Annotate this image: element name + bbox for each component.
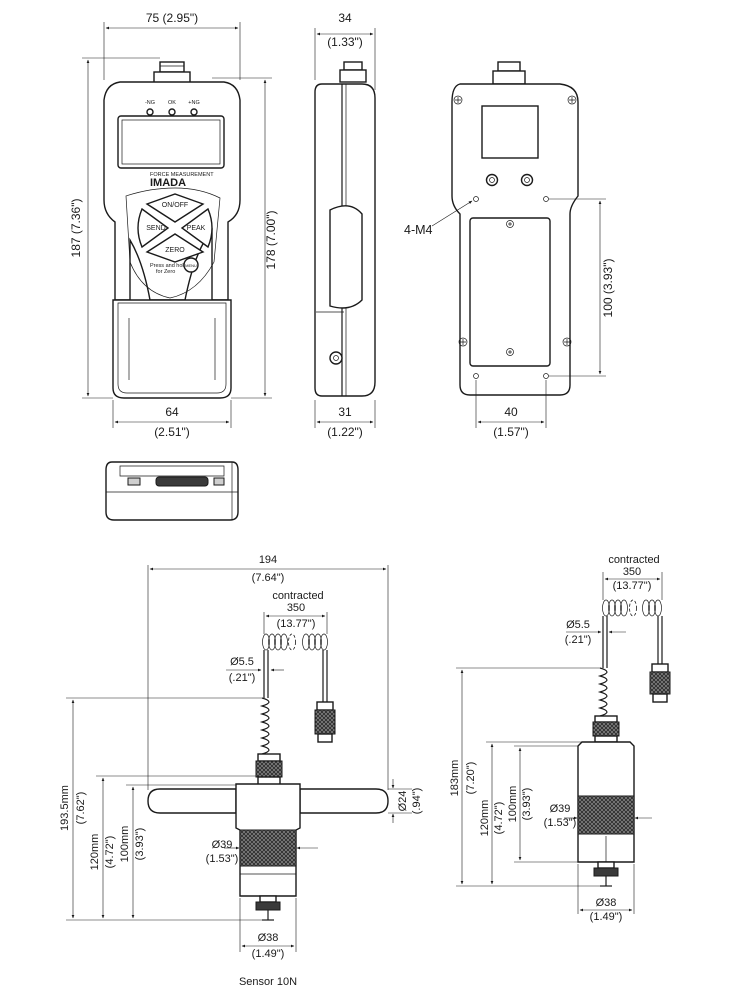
- led-label-ok: OK: [168, 100, 176, 106]
- led-label-minus-ng: -NG: [145, 100, 155, 106]
- sensor-caption: Sensor 10N: [239, 976, 297, 988]
- battery-cover: [469, 217, 551, 367]
- knurled-grip-2: [577, 795, 635, 835]
- front-width-bottom-mm: 64: [165, 405, 179, 419]
- p-cable-dia-in: (.21"): [565, 634, 592, 646]
- t-handle-dia-in: (.94"): [411, 788, 423, 815]
- cable-connector-1: [314, 709, 336, 735]
- menu-button[interactable]: [183, 257, 199, 273]
- t-height-100-in: (3.93"): [134, 828, 146, 861]
- front-lower-body: [112, 299, 232, 399]
- send-key[interactable]: [137, 207, 170, 249]
- side-depth-top-mm: 34: [338, 11, 352, 25]
- back-dimensions: 4-M4 100 (3.93") 40 (1.57"): [404, 198, 615, 439]
- side-depth-bottom-mm: 31: [338, 405, 352, 419]
- brand-logo: IMADA: [150, 177, 186, 189]
- t-height-120-mm: 120mm: [89, 834, 101, 871]
- thread-label: 4-M4: [404, 223, 433, 237]
- coiled-cable-1: [262, 633, 328, 702]
- p-height-total-in: (7.20"): [465, 762, 477, 795]
- p-base-dia-mm: Ø38: [596, 897, 617, 909]
- top-view: [105, 461, 239, 521]
- front-height-total: 187 (7.36"): [69, 199, 83, 258]
- t-handle-bar: [147, 788, 237, 814]
- t-cable-state: contracted: [272, 590, 323, 602]
- t-cable-dia-in: (.21"): [229, 672, 256, 684]
- hold-note-line1: Press and hold: [150, 263, 187, 269]
- p-height-100-in: (3.93"): [521, 788, 533, 821]
- peak-key[interactable]: [180, 207, 213, 249]
- t-cable-dia-mm: Ø5.5: [230, 656, 254, 668]
- t-height-total-mm: 193.5mm: [59, 785, 71, 831]
- zero-key-label: ZERO: [165, 247, 185, 254]
- t-sensor-dimensions: 194 (7.64") contracted 350 (13.77") Ø5.5…: [59, 554, 423, 960]
- p-cable-length-in: (13.77"): [613, 580, 652, 592]
- t-cable-length-mm: 350: [287, 602, 305, 614]
- menu-button-label: MENU: [185, 263, 197, 268]
- sensor-plain: contracted 350 (13.77") Ø5.5 (.21") 183m…: [449, 554, 671, 923]
- t-overall-width-mm: 194: [259, 554, 277, 566]
- p-height-120-in: (4.72"): [493, 802, 505, 835]
- t-body-dia-in: (1.53"): [206, 853, 239, 865]
- front-dimensions: 75 (2.95") 64 (2.51") 187 (7.36") 178 (7…: [69, 11, 278, 439]
- side-depth-bottom-in: (1.22"): [327, 425, 363, 439]
- p-base-dia-in: (1.49"): [590, 911, 623, 923]
- t-base-dia-mm: Ø38: [258, 932, 279, 944]
- side-dimensions: 34 (1.33") 31 (1.22"): [314, 11, 376, 439]
- send-key-label: SEND: [146, 225, 165, 232]
- side-grip: [329, 205, 363, 309]
- sensor-t-handle: 194 (7.64") contracted 350 (13.77") Ø5.5…: [59, 554, 423, 988]
- p-cable-dia-mm: Ø5.5: [566, 619, 590, 631]
- t-base-dia-in: (1.49"): [252, 948, 285, 960]
- cable-connector-2: [649, 671, 671, 695]
- hole-pitch-h-mm: 40: [504, 405, 518, 419]
- hole-pitch-vertical: 100 (3.93"): [601, 259, 615, 318]
- plain-sensor-dimensions: contracted 350 (13.77") Ø5.5 (.21") 183m…: [449, 554, 663, 923]
- brand-subtitle: FORCE MEASUREMENT: [150, 172, 214, 178]
- hole-pitch-h-in: (1.57"): [493, 425, 529, 439]
- side-depth-top-in: (1.33"): [327, 35, 363, 49]
- back-view: 4-M4 100 (3.93") 40 (1.57"): [404, 61, 615, 439]
- p-body-dia-in: (1.53"): [544, 817, 577, 829]
- t-handle-dia-mm: Ø24: [397, 791, 409, 812]
- t-height-total-in: (7.62"): [75, 792, 87, 825]
- led-label-plus-ng: +NG: [188, 100, 199, 106]
- p-cable-state: contracted: [608, 554, 659, 566]
- hold-note-line2: for Zero: [156, 269, 175, 275]
- p-height-120-mm: 120mm: [479, 800, 491, 837]
- front-height-body: 178 (7.00"): [264, 211, 278, 270]
- p-cable-length-mm: 350: [623, 566, 641, 578]
- lcd-display: [117, 115, 225, 169]
- onoff-key-label: ON/OFF: [162, 202, 188, 209]
- keypad: ON/OFF SEND PEAK ZERO Press and hold for…: [125, 187, 221, 299]
- t-body-dia-mm: Ø39: [212, 839, 233, 851]
- status-leds: -NG OK +NG: [145, 100, 200, 116]
- p-height-100-mm: 100mm: [507, 786, 519, 823]
- front-view: -NG OK +NG FORCE MEASUREMENT IMADA ON/OF…: [69, 11, 278, 439]
- t-overall-width-in: (7.64"): [252, 572, 285, 584]
- onoff-key[interactable]: [145, 193, 205, 223]
- t-height-100-mm: 100mm: [119, 826, 131, 863]
- zero-key[interactable]: [145, 233, 205, 263]
- p-body-dia-mm: Ø39: [550, 803, 571, 815]
- side-view: 34 (1.33") 31 (1.22"): [314, 11, 376, 439]
- back-window: [481, 105, 539, 159]
- t-cable-length-in: (13.77"): [277, 618, 316, 630]
- t-height-120-in: (4.72"): [104, 836, 116, 869]
- coiled-cable-2: [602, 599, 663, 668]
- front-top-connector: [153, 61, 191, 85]
- knurled-grip-1: [239, 829, 297, 867]
- front-width-top: 75 (2.95"): [146, 11, 198, 25]
- p-height-total-mm: 183mm: [449, 760, 461, 797]
- front-width-bottom-in: (2.51"): [154, 425, 190, 439]
- peak-key-label: PEAK: [187, 225, 206, 232]
